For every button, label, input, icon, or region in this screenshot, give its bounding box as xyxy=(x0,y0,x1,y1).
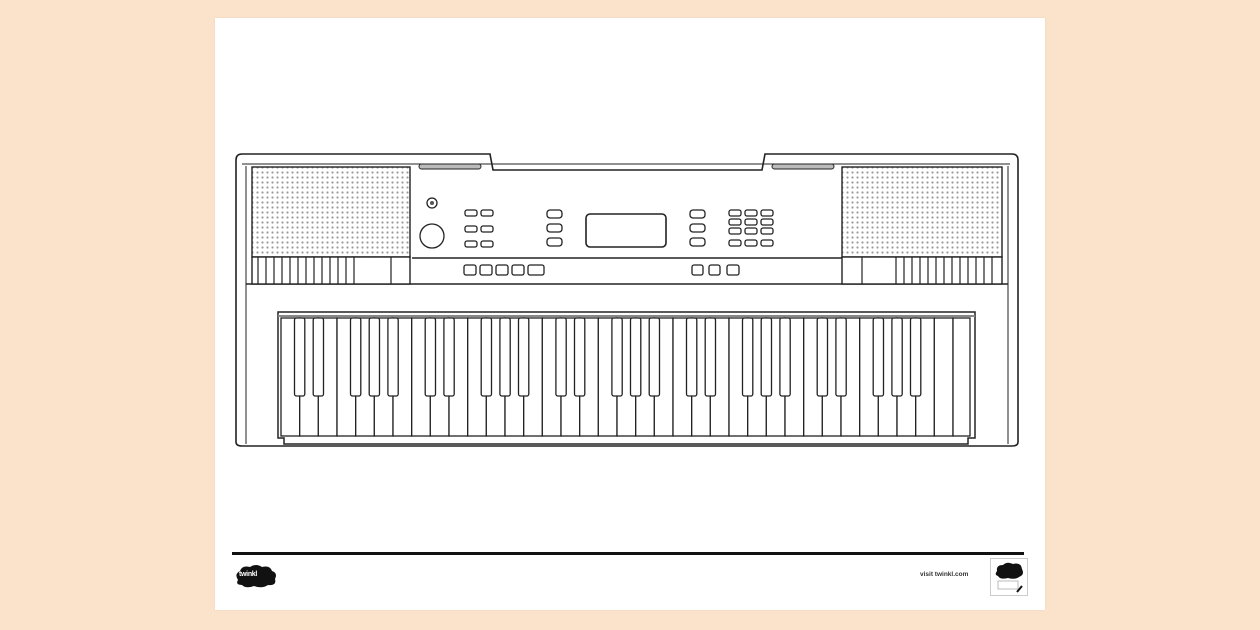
black-key xyxy=(480,317,493,397)
black-key xyxy=(349,317,362,397)
badge-icon xyxy=(995,562,1023,593)
end-cheek xyxy=(952,317,971,437)
visit-link[interactable]: visit twinkl.com xyxy=(920,571,969,578)
brand-logo-text: twinkl xyxy=(239,571,258,578)
black-key xyxy=(387,317,399,397)
lower-right-buttons xyxy=(691,264,740,276)
black-key xyxy=(685,317,698,397)
black-key xyxy=(555,317,567,397)
black-key xyxy=(368,317,381,397)
black-key xyxy=(891,317,903,397)
black-key xyxy=(443,317,455,397)
black-key xyxy=(611,317,623,397)
black-key xyxy=(517,317,530,397)
black-key xyxy=(293,317,306,397)
black-key xyxy=(573,317,586,397)
center-left-buttons xyxy=(546,209,563,247)
control-panel xyxy=(419,197,774,276)
white-key xyxy=(933,317,954,437)
lcd-display xyxy=(585,213,667,248)
black-key xyxy=(704,317,717,397)
left-button-grid xyxy=(464,209,494,248)
black-key xyxy=(909,317,922,397)
white-keys xyxy=(280,317,971,437)
footer-divider xyxy=(232,552,1024,555)
cloud-logo-icon xyxy=(236,565,276,588)
black-key xyxy=(741,317,754,397)
keyboard-body xyxy=(235,153,1019,447)
black-key xyxy=(312,317,325,397)
black-key xyxy=(816,317,829,397)
black-key xyxy=(499,317,511,397)
twinkl-badge xyxy=(990,558,1028,596)
lower-left-buttons xyxy=(463,264,545,276)
black-key xyxy=(629,317,642,397)
black-key xyxy=(648,317,661,397)
volume-knob-icon xyxy=(419,223,445,249)
black-key xyxy=(835,317,847,397)
black-keys xyxy=(293,317,922,397)
right-speaker xyxy=(841,166,1003,285)
left-speaker xyxy=(251,166,411,285)
black-key xyxy=(872,317,885,397)
black-key xyxy=(760,317,773,397)
twinkl-logo[interactable] xyxy=(232,562,280,590)
black-key xyxy=(424,317,437,397)
black-key xyxy=(779,317,791,397)
right-button-grid xyxy=(728,209,774,247)
center-right-buttons xyxy=(689,209,706,247)
